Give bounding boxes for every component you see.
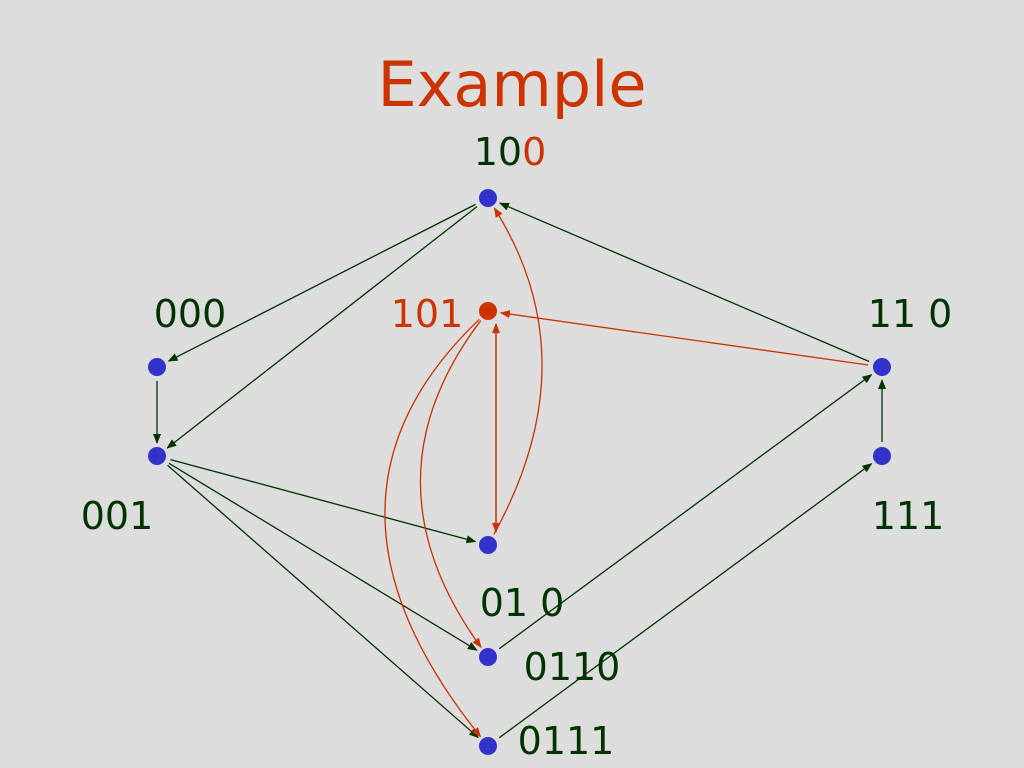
node-label-110: 11 0 xyxy=(868,292,953,336)
node-label-part: 111 xyxy=(872,494,945,538)
node-label-100: 100 xyxy=(474,130,547,174)
node-label-111: 111 xyxy=(872,494,945,538)
node-label-part: 10 xyxy=(474,130,522,174)
node-label-part: 11 0 xyxy=(868,292,953,336)
edge-010-to-100 xyxy=(493,207,543,535)
node-101 xyxy=(479,302,497,320)
edge-0111-to-111 xyxy=(498,463,873,739)
edge-101-to-0110 xyxy=(419,320,482,649)
edge-100-to-000 xyxy=(167,203,476,362)
node-label-part: 001 xyxy=(81,494,154,538)
edge-100-to-001 xyxy=(166,206,478,449)
node-label-101: 101 xyxy=(391,292,464,336)
edge-0110-to-110 xyxy=(498,374,873,650)
edge-110-to-100 xyxy=(499,202,870,363)
node-label-001: 001 xyxy=(81,494,154,538)
node-0110 xyxy=(479,648,497,666)
node-label-000: 000 xyxy=(154,292,227,336)
node-111 xyxy=(873,447,891,465)
node-label-part: 0111 xyxy=(518,719,615,763)
node-label-0111: 0111 xyxy=(518,719,615,763)
edge-001-to-010 xyxy=(170,459,477,544)
node-label-part: 000 xyxy=(154,292,227,336)
node-000 xyxy=(148,358,166,376)
edge-001-to-0111 xyxy=(167,464,479,739)
edges xyxy=(153,202,886,739)
edge-110-to-101 xyxy=(499,310,869,366)
nodes xyxy=(148,189,891,755)
node-010 xyxy=(479,536,497,554)
node-label-part: 101 xyxy=(391,292,464,336)
node-label-part: 0 xyxy=(522,130,546,174)
node-100 xyxy=(479,189,497,207)
edge-001-to-0110 xyxy=(168,462,478,651)
node-label-0110: 0110 xyxy=(524,645,621,689)
node-label-010: 01 0 xyxy=(480,581,565,625)
node-label-part: 01 0 xyxy=(480,581,565,625)
slide-title: Example xyxy=(378,48,647,121)
node-001 xyxy=(148,447,166,465)
node-0111 xyxy=(479,737,497,755)
node-110 xyxy=(873,358,891,376)
edge-101-to-0111 xyxy=(384,318,482,738)
node-label-part: 0110 xyxy=(524,645,621,689)
